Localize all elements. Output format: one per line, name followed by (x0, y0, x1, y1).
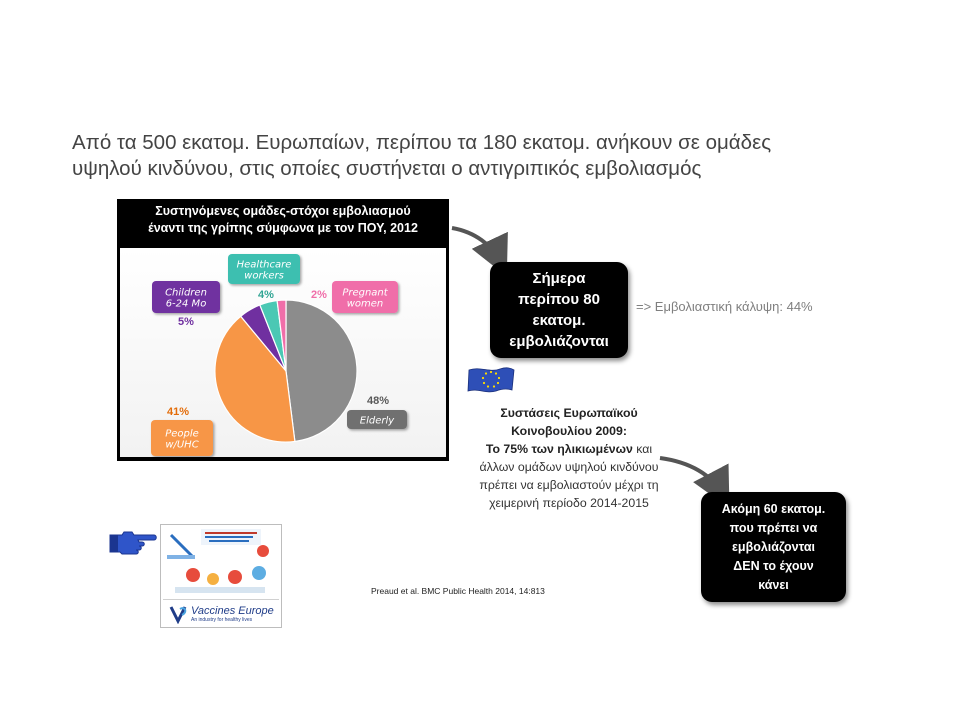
pointing-hand-icon (109, 531, 157, 555)
slice-label-box-children-6-24-mo (152, 281, 220, 313)
today-vaccinated-callout: Σήμερα περίπου 80 εκατομ. εμβολιάζονται (490, 262, 628, 358)
today-line-2: περίπου 80 (518, 291, 600, 308)
eu-flag-icon (467, 367, 515, 393)
citation: Preaud et al. BMC Public Health 2014, 14… (371, 586, 545, 596)
vaccines-europe-logo: Vaccines Europe An industry for healthy … (161, 601, 281, 627)
ve-logo-icon (169, 606, 187, 624)
pie-slice-pregnant-women (276, 299, 287, 372)
slice-value-pregnant-women: 2% (311, 289, 327, 301)
slice-label-box-elderly (347, 410, 407, 429)
slice-label-box-pregnant-women (332, 281, 398, 313)
slice-value-children-6-24-mo: 5% (178, 316, 194, 328)
slice-label-box-healthcare-workers (228, 254, 300, 284)
eu-line-1: Συστάσεις Ευρωπαϊκού (500, 406, 638, 420)
slice-label-box-people-w-uhc (151, 420, 213, 456)
logo-text: Vaccines Europe (191, 605, 274, 617)
headline-line-1: Από τα 500 εκατομ. Ευρωπαίων, περίπου τα… (72, 131, 772, 154)
still-line-3: εμβολιάζονται (732, 539, 815, 554)
slice-label-people-w-uhc: w/UHC (165, 440, 198, 451)
headline: Από τα 500 εκατομ. Ευρωπαίων, περίπου τα… (72, 130, 872, 182)
still-line-2: που πρέπει να (729, 520, 818, 535)
headline-line-2: υψηλού κινδύνου, στις οποίες συστήνεται … (72, 157, 702, 180)
slice-label-healthcare-workers: Healthcare (237, 260, 292, 271)
slice-value-healthcare-workers: 4% (258, 289, 274, 301)
chart-title-line-2: έναντι της γρίπης σύμφωνα με τον ΠΟΥ, 20… (148, 221, 418, 235)
chart-title-line-1: Συστηνόμενες ομάδες-στόχοι εμβολιασμού (155, 204, 411, 218)
logo-tagline: An industry for healthy lives (191, 617, 253, 623)
eu-recommendation-text: Συστάσεις Ευρωπαϊκού Κοινοβουλίου 2009: … (455, 404, 683, 512)
chart-panel: Συστηνόμενες ομάδες-στόχοι εμβολιασμού έ… (117, 199, 449, 461)
slice-label-children-6-24-mo: 6-24 Mo (166, 299, 207, 310)
eu-line-3-bold: Το 75% των ηλικιωμένων (485, 442, 633, 456)
eu-line-5: πρέπει να εμβολιαστούν μέχρι τη (479, 478, 659, 492)
still-line-4: ΔΕΝ το έχουν (733, 558, 814, 573)
slice-label-elderly: Elderly (360, 416, 395, 427)
slice-label-children-6-24-mo: Children (165, 288, 207, 299)
slice-label-pregnant-women: Pregnant (342, 288, 388, 299)
slice-value-people-w-uhc: 41% (167, 406, 189, 418)
report-thumbnail: Vaccines Europe An industry for healthy … (160, 524, 282, 628)
eu-line-3: Το 75% των ηλικιωμένων και (455, 440, 683, 458)
pie-slice-people-w-uhc (214, 315, 296, 443)
arrow-to-today (451, 226, 508, 277)
today-line-1: Σήμερα (532, 270, 586, 287)
slice-label-people-w-uhc: People (165, 429, 199, 440)
report-cover-image (163, 527, 279, 600)
report-infographic-icon (163, 527, 279, 599)
eu-line-4: άλλων ομάδων υψηλού κινδύνου (479, 460, 659, 474)
slice-label-healthcare-workers: workers (244, 271, 284, 282)
chart-title: Συστηνόμενες ομάδες-στόχοι εμβολιασμού έ… (117, 203, 449, 237)
today-line-4: εμβολιάζονται (509, 333, 609, 350)
slice-label-pregnant-women: women (347, 299, 384, 310)
pie-slice-elderly (285, 299, 358, 443)
eu-line-2: Κοινοβουλίου 2009: (511, 424, 627, 438)
coverage-text: => Εμβολιαστική κάλυψη: 44% (636, 299, 813, 314)
slice-value-elderly: 48% (367, 395, 389, 407)
still-line-5: κάνει (758, 577, 789, 592)
today-line-3: εκατομ. (532, 312, 586, 329)
eu-line-3-rest: και (632, 442, 653, 456)
still-unvaccinated-callout: Ακόμη 60 εκατομ. που πρέπει να εμβολιάζο… (701, 492, 846, 602)
eu-line-6: χειμερινή περίοδο 2014-2015 (489, 496, 649, 510)
still-line-1: Ακόμη 60 εκατομ. (721, 501, 826, 516)
